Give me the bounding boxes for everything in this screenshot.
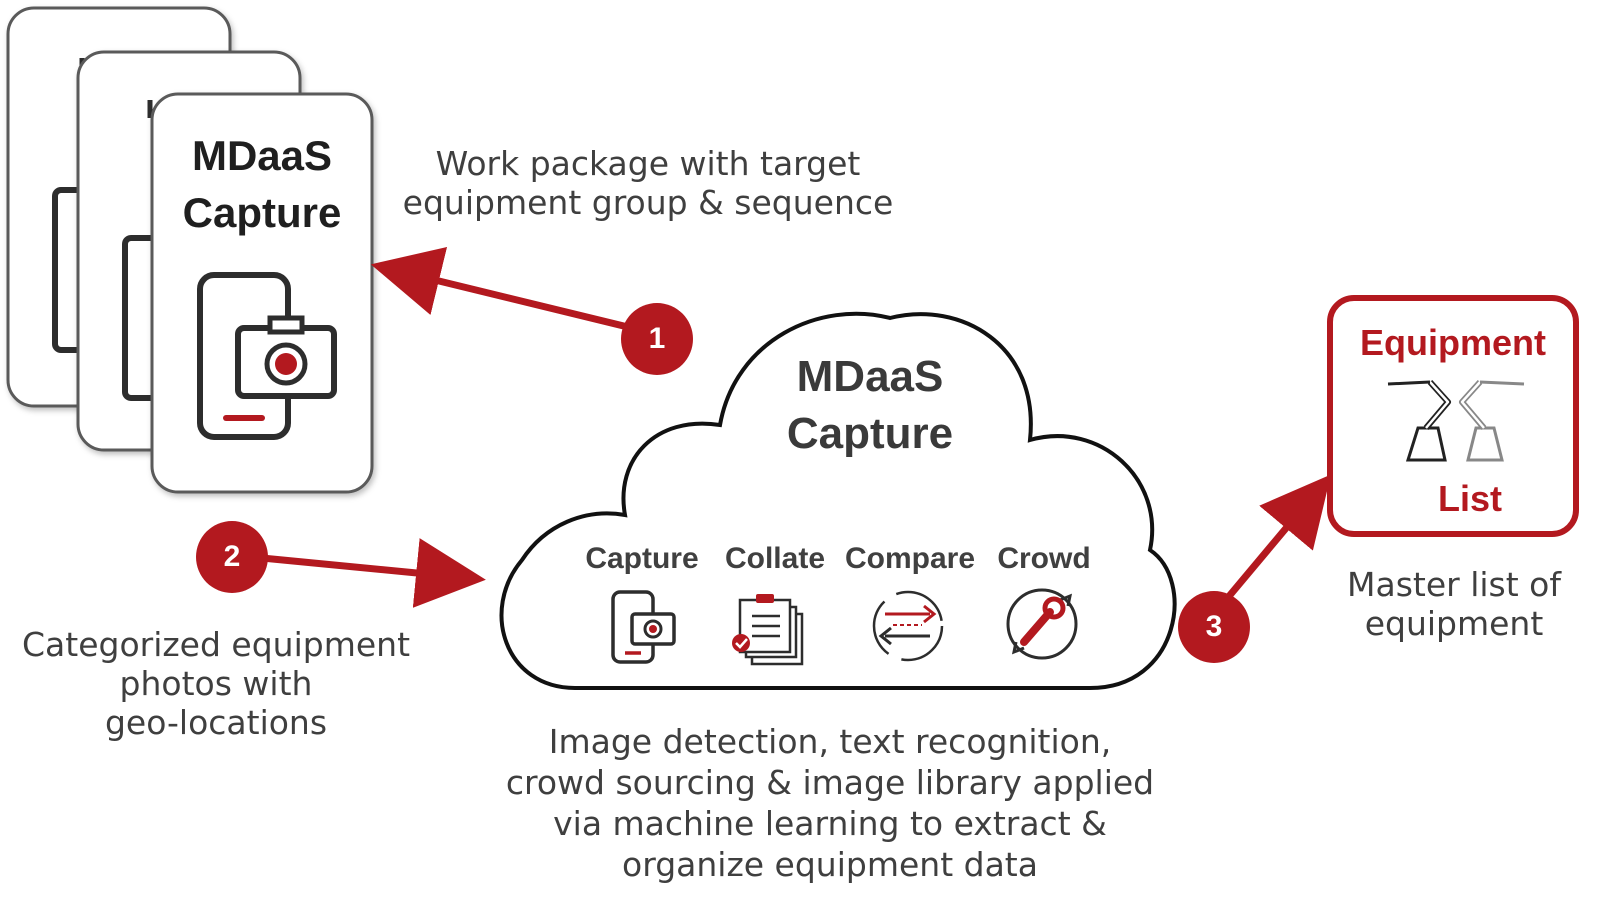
collate-feature-icon <box>732 594 804 666</box>
card-title: MDaaS Capture <box>152 128 372 241</box>
cloud-shape <box>499 311 1177 690</box>
card-title-line1: MDaaS <box>191 132 333 179</box>
compare-feature-icon <box>872 590 944 662</box>
equipment-list-box <box>1327 295 1579 537</box>
feature-crowd-label: Crowd <box>997 542 1091 575</box>
step-1-badge <box>621 303 693 375</box>
cloud-caption-line3: via machine learning to extract & <box>553 803 1107 843</box>
cloud-caption: Image detection, text recognition, crowd… <box>480 722 1180 886</box>
phone-camera-icon <box>197 272 337 440</box>
card-title-line2: Capture <box>182 188 342 236</box>
step-2-line2: photos with <box>119 663 313 703</box>
robot-arm-icon <box>1387 379 1525 462</box>
step-3-caption: Master list of equipment <box>1336 565 1572 644</box>
step-1-caption: Work package with target equipment group… <box>398 144 898 223</box>
equipment-title: Equipment <box>1360 322 1546 363</box>
feature-capture-label: Capture <box>585 542 699 575</box>
cloud-title-line1: MDaaS <box>796 352 944 401</box>
cloud-title-line2: Capture <box>786 409 954 459</box>
step-2-line3: geo-locations <box>104 702 328 742</box>
arrow-2 <box>261 538 486 608</box>
feature-compare-label: Compare <box>844 542 976 575</box>
arrow-1 <box>370 246 641 334</box>
step-1-line2: equipment group & sequence <box>402 182 894 222</box>
cloud-caption-line1: Image detection, text recognition, <box>548 722 1112 761</box>
cloud-caption-line2: crowd sourcing & image library applied <box>505 762 1155 802</box>
step-3-number: 3 <box>1205 610 1223 643</box>
cloud-caption-line4: organize equipment data <box>622 844 1038 884</box>
step-2-badge <box>196 521 268 593</box>
step-3-line1: Master list of <box>1347 565 1561 604</box>
feature-collate-label: Collate <box>724 542 826 575</box>
cloud-title: MDaaS Capture <box>770 348 970 462</box>
step-3-line2: equipment <box>1364 603 1544 643</box>
step-1-number: 1 <box>648 322 666 355</box>
capture-feature-icon <box>611 590 676 664</box>
step-2-number: 2 <box>223 540 241 573</box>
step-2-caption: Categorized equipment photos with geo-lo… <box>10 625 422 743</box>
equipment-subtitle: List <box>1437 478 1502 519</box>
step-1-line1: Work package with target <box>435 144 861 183</box>
step-2-line1: Categorized equipment <box>21 625 411 664</box>
arrow-3 <box>1217 474 1331 610</box>
crowd-feature-icon <box>1006 588 1078 660</box>
step-3-badge <box>1178 591 1250 663</box>
